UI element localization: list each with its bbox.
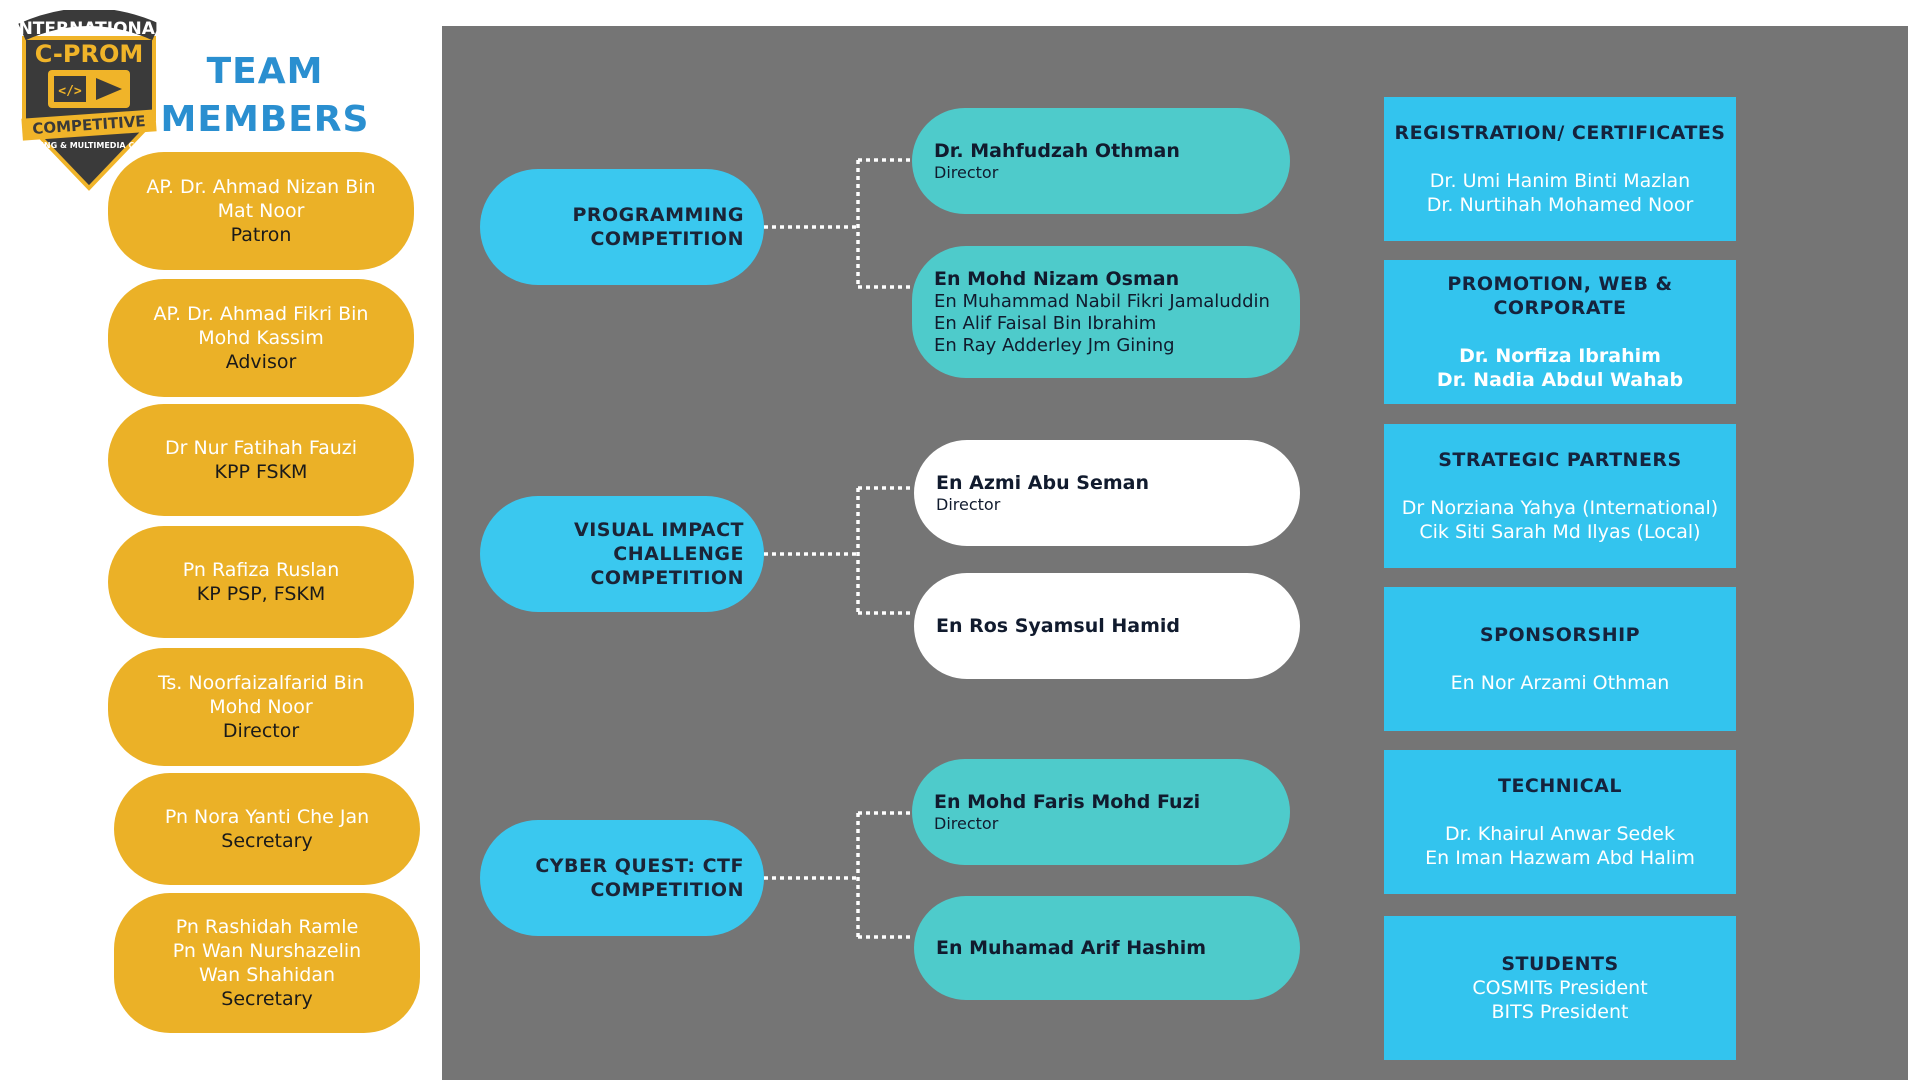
- member-name: Ts. Noorfaizalfarid Bin Mohd Noor: [157, 672, 365, 718]
- member-advisor: AP. Dr. Ahmad Fikri Bin Mohd Kassim Advi…: [108, 279, 414, 397]
- group-lead: En Muhamad Arif Hashim: [936, 937, 1207, 959]
- member-patron: AP. Dr. Ahmad Nizan Bin Mat Noor Patron: [108, 152, 414, 270]
- group-visual-member: En Ros Syamsul Hamid: [914, 573, 1300, 679]
- committee-member: Dr Norziana Yahya (International): [1401, 497, 1719, 519]
- logo-main-text: C-PROM: [35, 40, 143, 68]
- committee-member: Dr. Umi Hanim Binti Mazlan: [1429, 170, 1691, 192]
- member-name: Pn Rafiza Ruslan: [182, 559, 340, 581]
- committee-title: STRATEGIC PARTNERS: [1438, 449, 1682, 471]
- member-name: Pn Rashidah Ramle Pn Wan Nurshazelin Wan…: [172, 916, 362, 986]
- group-cyber-member: En Muhamad Arif Hashim: [914, 896, 1300, 1000]
- committee-member: BITS President: [1491, 1001, 1629, 1023]
- committee-students: STUDENTS COSMITs President BITS Presiden…: [1384, 916, 1736, 1060]
- group-lead: Dr. Mahfudzah Othman: [934, 140, 1180, 162]
- committee-registration: REGISTRATION/ CERTIFICATES Dr. Umi Hanim…: [1384, 97, 1736, 241]
- page-title: TEAM MEMBERS: [160, 51, 370, 140]
- committee-title: STUDENTS: [1501, 953, 1619, 975]
- group-cyber-director: En Mohd Faris Mohd Fuzi Director: [912, 759, 1290, 865]
- member-role: Secretary: [221, 988, 313, 1010]
- committee-title: SPONSORSHIP: [1479, 624, 1641, 646]
- committee-member: Cik Siti Sarah Md Ilyas (Local): [1419, 521, 1701, 543]
- committee-strategic-partners: STRATEGIC PARTNERS Dr Norziana Yahya (In…: [1384, 424, 1736, 568]
- committee-member: Dr. Norfiza Ibrahim: [1459, 345, 1661, 367]
- group-lead: En Mohd Faris Mohd Fuzi: [934, 791, 1201, 813]
- competition-visual-impact: VISUAL IMPACT CHALLENGE COMPETITION: [480, 496, 764, 612]
- committee-member: Dr. Nadia Abdul Wahab: [1436, 369, 1684, 391]
- group-role: Director: [934, 163, 999, 182]
- member-secretary-1: Pn Nora Yanti Che Jan Secretary: [114, 773, 420, 885]
- group-lead: En Azmi Abu Seman: [936, 472, 1149, 494]
- group-member: En Muhammad Nabil Fikri Jamaluddin: [934, 291, 1270, 312]
- member-kp: Pn Rafiza Ruslan KP PSP, FSKM: [108, 526, 414, 638]
- group-visual-director: En Azmi Abu Seman Director: [914, 440, 1300, 546]
- group-lead: En Ros Syamsul Hamid: [936, 615, 1181, 637]
- group-member: En Ray Adderley Jm Gining: [934, 335, 1175, 356]
- group-member: En Alif Faisal Bin Ibrahim: [934, 313, 1157, 334]
- logo-bottom-text: PROGRAMMING & MULTIMEDIA COMPETITION: [14, 141, 164, 150]
- member-role: Advisor: [225, 351, 297, 373]
- group-role: Director: [936, 495, 1001, 514]
- committee-title: REGISTRATION/ CERTIFICATES: [1394, 122, 1726, 144]
- svg-text:</>: </>: [58, 84, 82, 99]
- competition-cyber-quest: CYBER QUEST: CTF COMPETITION: [480, 820, 764, 936]
- logo-top-text: INTERNATIONAL: [14, 19, 164, 39]
- committee-title: TECHNICAL: [1497, 775, 1622, 797]
- group-role: Director: [934, 814, 999, 833]
- member-name: Dr Nur Fatihah Fauzi: [164, 437, 358, 459]
- group-programming-committee: En Mohd Nizam Osman En Muhammad Nabil Fi…: [912, 246, 1300, 378]
- competition-programming: PROGRAMMING COMPETITION: [480, 169, 764, 285]
- member-name: Pn Nora Yanti Che Jan: [164, 806, 370, 828]
- committee-member: En Iman Hazwam Abd Halim: [1425, 847, 1695, 869]
- member-director: Ts. Noorfaizalfarid Bin Mohd Noor Direct…: [108, 648, 414, 766]
- committee-member: Dr. Khairul Anwar Sedek: [1445, 823, 1675, 845]
- committee-sponsorship: SPONSORSHIP En Nor Arzami Othman: [1384, 587, 1736, 731]
- group-lead: En Mohd Nizam Osman: [934, 268, 1180, 290]
- committee-member: En Nor Arzami Othman: [1450, 672, 1670, 694]
- member-role: Patron: [230, 224, 292, 246]
- group-programming-director: Dr. Mahfudzah Othman Director: [912, 108, 1290, 214]
- committee-member: COSMITs President: [1472, 977, 1648, 999]
- committee-technical: TECHNICAL Dr. Khairul Anwar Sedek En Ima…: [1384, 750, 1736, 894]
- member-role: KP PSP, FSKM: [196, 583, 326, 605]
- member-name: AP. Dr. Ahmad Nizan Bin Mat Noor: [146, 176, 376, 222]
- member-role: Secretary: [221, 830, 313, 852]
- member-role: KPP FSKM: [214, 461, 308, 483]
- committee-member: Dr. Nurtihah Mohamed Noor: [1426, 194, 1694, 216]
- member-kpp: Dr Nur Fatihah Fauzi KPP FSKM: [108, 404, 414, 516]
- committee-promotion: PROMOTION, WEB & CORPORATE Dr. Norfiza I…: [1384, 260, 1736, 404]
- member-secretary-2: Pn Rashidah Ramle Pn Wan Nurshazelin Wan…: [114, 893, 420, 1033]
- committee-title: PROMOTION, WEB & CORPORATE: [1447, 273, 1673, 319]
- member-name: AP. Dr. Ahmad Fikri Bin Mohd Kassim: [153, 303, 369, 349]
- member-role: Director: [222, 720, 300, 742]
- cprom-logo: INTERNATIONAL C-PROM </> COMPETITIVE PRO…: [14, 10, 164, 191]
